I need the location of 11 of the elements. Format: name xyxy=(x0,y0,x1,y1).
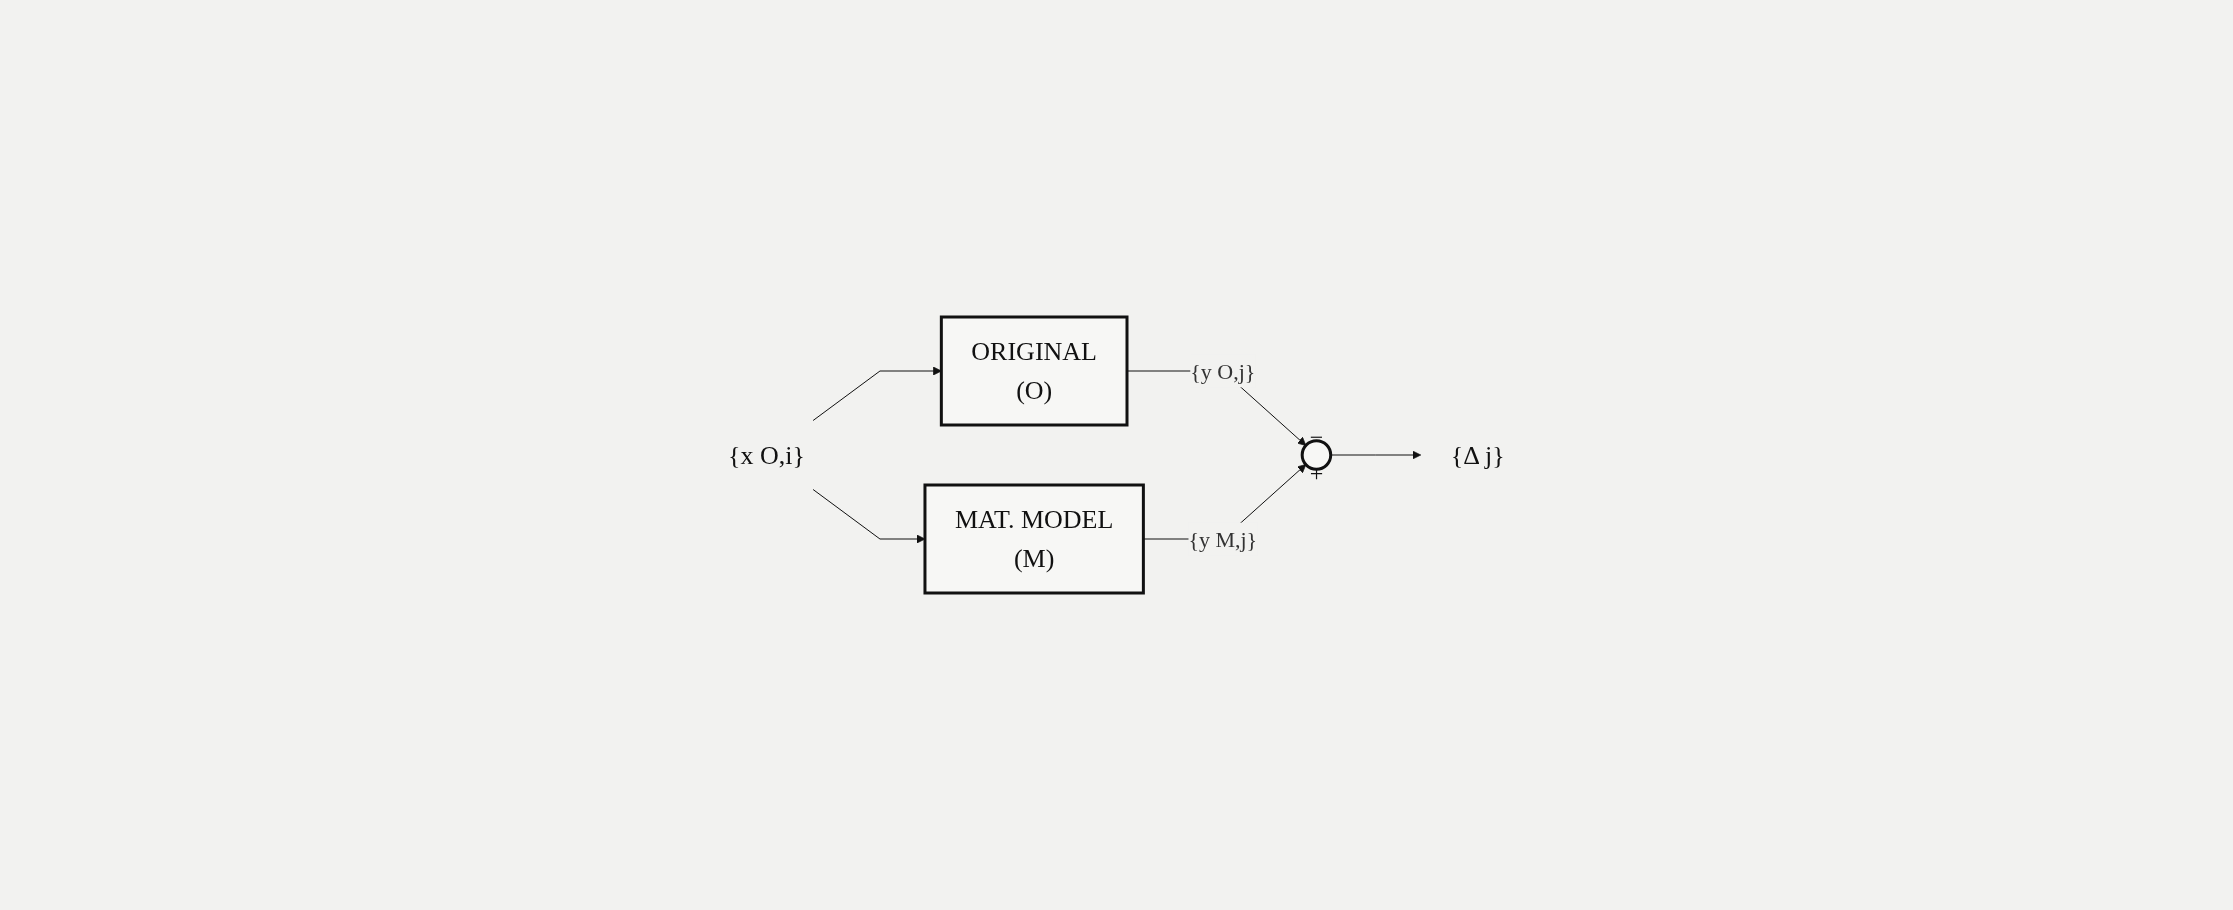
arrow xyxy=(812,366,942,421)
edge-label: {y O,j} xyxy=(1190,358,1256,384)
edge-label: {y M,j} xyxy=(1188,526,1258,552)
node-label: − xyxy=(1309,424,1324,450)
arrow xyxy=(812,489,926,544)
node-text: {x O,i} xyxy=(728,440,806,470)
node-box: MAT. MODEL (M) xyxy=(923,483,1146,595)
node-text: {Δ j} xyxy=(1450,440,1505,470)
node-box: ORIGINAL (O) xyxy=(940,315,1129,427)
arrow xyxy=(1330,450,1422,460)
node-circle xyxy=(1300,439,1333,471)
